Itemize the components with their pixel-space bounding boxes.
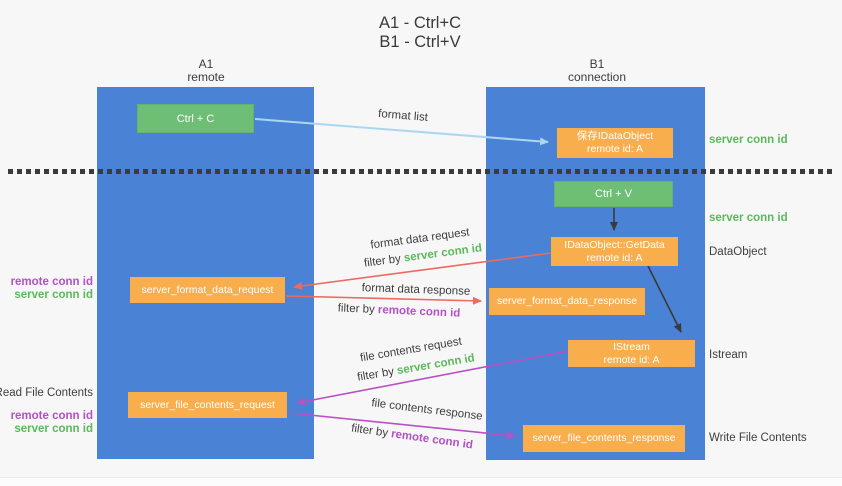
- format-data-response-label: format data response: [361, 282, 471, 298]
- left-label-server-conn-id-2: server conn id: [14, 423, 93, 435]
- lifeline-b1-name: B1: [589, 57, 605, 71]
- idataobject-getdata-node: IDataObject::GetData remote id: A: [551, 237, 678, 266]
- filter-by-text-4: filter by: [350, 422, 392, 441]
- server-file-contents-response-label: server_file_contents_response: [532, 432, 676, 444]
- filter-by-text-1: filter by: [363, 252, 405, 270]
- right-label-dataobject: DataObject: [709, 246, 767, 258]
- istream-line2: remote id: A: [603, 353, 660, 366]
- left-label-read-file-contents: Read File Contents: [0, 387, 93, 399]
- server-format-data-request-node: server_format_data_request: [130, 277, 285, 303]
- filter-by-remote-conn-label-2: filter by remote conn id: [350, 423, 473, 452]
- ctrl-c-node: Ctrl + C: [137, 104, 254, 133]
- right-label-server-conn-id-2: server conn id: [709, 212, 788, 224]
- server-file-contents-request-node: server_file_contents_request: [128, 392, 287, 418]
- format-list-label: format list: [377, 108, 429, 124]
- ctrl-c-label: Ctrl + C: [176, 112, 215, 125]
- lifeline-b1-header: B1 connection: [532, 58, 662, 84]
- file-contents-response-label: file contents response: [370, 397, 484, 423]
- server-file-contents-request-label: server_file_contents_request: [140, 398, 275, 411]
- save-idataobject-line1: 保存IDataObject: [576, 130, 654, 142]
- phase-divider-dotted-line: [8, 169, 836, 174]
- server-file-contents-response-node: server_file_contents_response: [523, 425, 685, 452]
- server-format-data-request-label: server_format_data_request: [141, 283, 274, 296]
- server-format-data-response-node: server_format_data_response: [489, 288, 645, 315]
- save-idataobject-line2: remote id: A: [586, 143, 644, 155]
- filter-by-text-3: filter by: [356, 365, 399, 384]
- filter-by-remote-conn-label-1: filter by remote conn id: [337, 302, 460, 319]
- right-label-server-conn-id-1: server conn id: [709, 134, 788, 146]
- remote-conn-id-text-2: remote conn id: [390, 428, 474, 452]
- getdata-line1: IDataObject::GetData: [564, 238, 665, 251]
- lifeline-a1-role: remote: [187, 70, 225, 84]
- title-line-2: B1 - Ctrl+V: [379, 32, 461, 51]
- left-label-remote-conn-id-2: remote conn id: [10, 410, 93, 422]
- bottom-edge-strip: [0, 477, 842, 486]
- lifeline-a1-name: A1: [198, 57, 214, 71]
- ctrl-v-label: Ctrl + V: [595, 188, 632, 200]
- filter-by-text-2: filter by: [337, 302, 379, 317]
- lifeline-a1-header: A1 remote: [141, 58, 271, 84]
- server-format-data-response-label: server_format_data_response: [496, 295, 638, 307]
- left-label-server-conn-id-1: server conn id: [14, 289, 93, 301]
- getdata-line2: remote id: A: [586, 251, 643, 264]
- istream-line1: IStream: [613, 340, 650, 353]
- left-label-remote-conn-id-1: remote conn id: [10, 276, 93, 288]
- diagram-title: A1 - Ctrl+C B1 - Ctrl+V: [300, 14, 540, 51]
- remote-conn-id-text-1: remote conn id: [377, 304, 461, 320]
- istream-node: IStream remote id: A: [568, 340, 695, 367]
- lifeline-b1-role: connection: [567, 70, 627, 84]
- title-line-1: A1 - Ctrl+C: [378, 14, 462, 32]
- save-idataobject-node: 保存IDataObject remote id: A: [557, 128, 673, 158]
- right-label-write-file-contents: Write File Contents: [709, 432, 807, 444]
- ctrl-v-node: Ctrl + V: [554, 181, 673, 207]
- right-label-istream: Istream: [709, 349, 748, 361]
